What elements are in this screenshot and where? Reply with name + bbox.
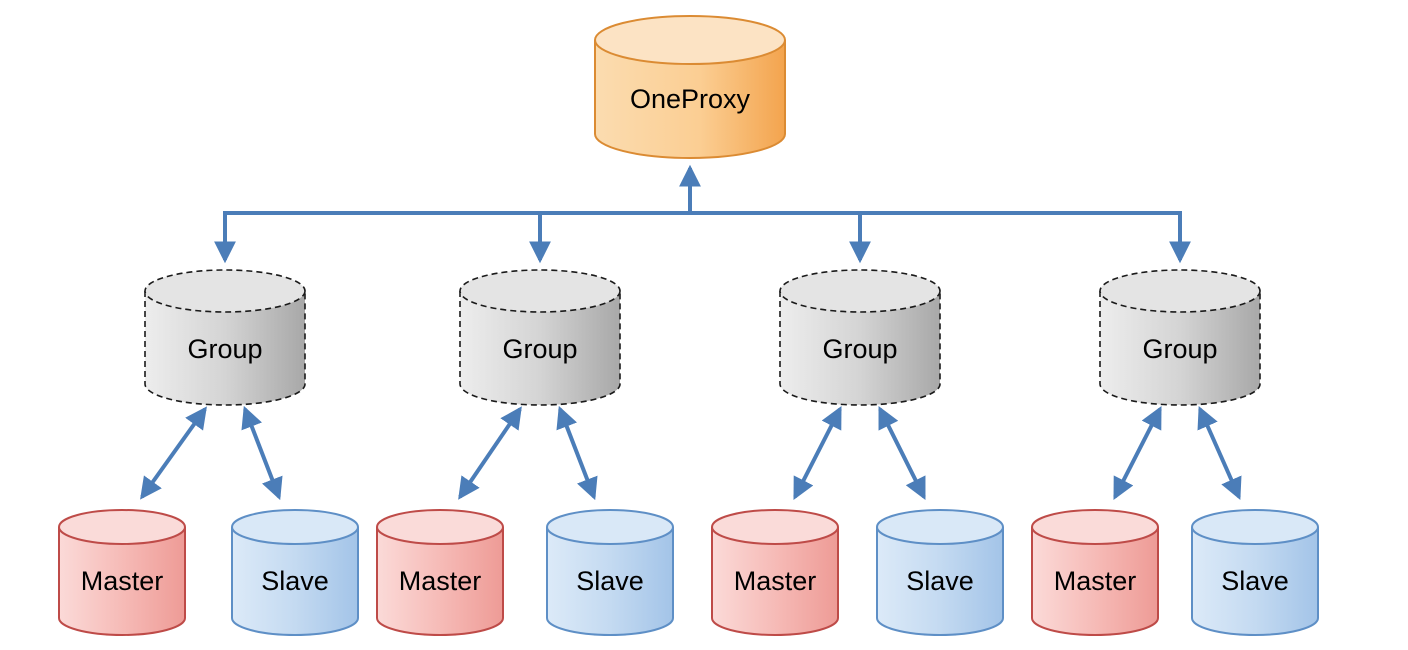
- oneproxy-node: OneProxy: [594, 15, 786, 159]
- master-node-1: Master: [58, 509, 186, 636]
- database-cylinder-body: [376, 527, 504, 636]
- node-label: Group: [187, 334, 262, 364]
- database-cylinder-top: [459, 269, 621, 313]
- database-cylinder-top: [779, 269, 941, 313]
- database-cylinder-body: [58, 527, 186, 636]
- group-node-4: Group: [1099, 269, 1261, 406]
- slave-node-1: Slave: [231, 509, 359, 636]
- database-cylinder-top: [1099, 269, 1261, 313]
- database-cylinder-body: [231, 527, 359, 636]
- node-label: Group: [502, 334, 577, 364]
- database-cylinder-top: [711, 509, 839, 545]
- arrow-group4-master4: [1113, 406, 1162, 500]
- group-node-2: Group: [459, 269, 621, 406]
- database-cylinder-top: [376, 509, 504, 545]
- database-cylinder-body: [144, 291, 306, 406]
- group-node-1: Group: [144, 269, 306, 406]
- database-cylinder-body: [459, 291, 621, 406]
- arrow-group3-slave3: [878, 406, 926, 500]
- node-label: Slave: [261, 566, 329, 596]
- master-node-4: Master: [1031, 509, 1159, 636]
- master-node-3: Master: [711, 509, 839, 636]
- node-label: Master: [734, 566, 817, 596]
- master-node-2: Master: [376, 509, 504, 636]
- database-cylinder-top: [144, 269, 306, 313]
- database-cylinder-body: [779, 291, 941, 406]
- arrow-group2-slave2: [556, 405, 598, 501]
- database-cylinder-top: [231, 509, 359, 545]
- node-label: Slave: [576, 566, 644, 596]
- connectors: [140, 164, 1242, 501]
- database-cylinder-body: [594, 40, 786, 159]
- slave-node-3: Slave: [876, 509, 1004, 636]
- node-label: OneProxy: [630, 84, 751, 114]
- arrow-group1-slave1: [241, 405, 283, 501]
- database-cylinder-body: [546, 527, 674, 636]
- group-node-3: Group: [779, 269, 941, 406]
- arrow-group4-slave4: [1197, 405, 1242, 501]
- node-label: Slave: [1221, 566, 1289, 596]
- database-cylinder-body: [876, 527, 1004, 636]
- database-cylinder-top: [1031, 509, 1159, 545]
- node-label: Group: [1142, 334, 1217, 364]
- arrow-group2-master2: [458, 406, 522, 500]
- node-label: Master: [81, 566, 164, 596]
- database-cylinder-top: [1191, 509, 1319, 545]
- database-cylinder-top: [58, 509, 186, 545]
- arrow-group3-master3: [793, 406, 842, 500]
- database-cylinder-top: [594, 15, 786, 65]
- arrow-group1-master1: [140, 406, 207, 500]
- database-cylinder-top: [876, 509, 1004, 545]
- slave-node-4: Slave: [1191, 509, 1319, 636]
- database-cylinder-body: [1099, 291, 1261, 406]
- database-cylinder-body: [711, 527, 839, 636]
- node-label: Group: [822, 334, 897, 364]
- slave-node-2: Slave: [546, 509, 674, 636]
- node-label: Master: [1054, 566, 1137, 596]
- node-label: Master: [399, 566, 482, 596]
- node-label: Slave: [906, 566, 974, 596]
- database-cylinder-top: [546, 509, 674, 545]
- database-cylinder-body: [1191, 527, 1319, 636]
- database-cylinder-body: [1031, 527, 1159, 636]
